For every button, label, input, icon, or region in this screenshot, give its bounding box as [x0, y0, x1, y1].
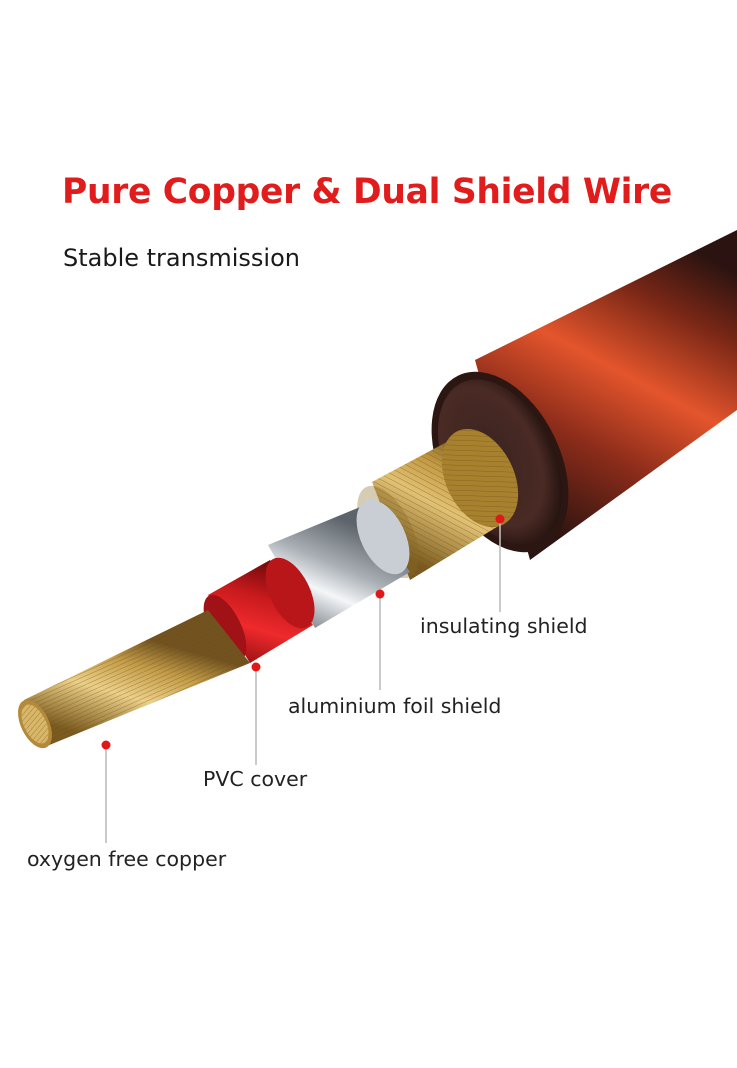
callout-leaders: [105, 520, 501, 843]
callout-insulating-shield: insulating shield: [420, 614, 588, 638]
page-subtitle: Stable transmission: [63, 244, 300, 272]
copper-strands: [18, 610, 250, 749]
dot-pvc-cover: [251, 662, 261, 672]
dot-insulating-shield: [495, 514, 505, 524]
pvc-sleeve: [203, 557, 315, 663]
callout-aluminium-foil-shield: aluminium foil shield: [288, 694, 502, 718]
dot-copper: [101, 740, 111, 750]
callout-dots: [101, 514, 505, 750]
page-title: Pure Copper & Dual Shield Wire: [62, 172, 672, 212]
dot-foil-shield: [375, 589, 385, 599]
callout-oxygen-free-copper: oxygen free copper: [27, 847, 227, 871]
callout-pvc-cover: PVC cover: [203, 767, 308, 791]
